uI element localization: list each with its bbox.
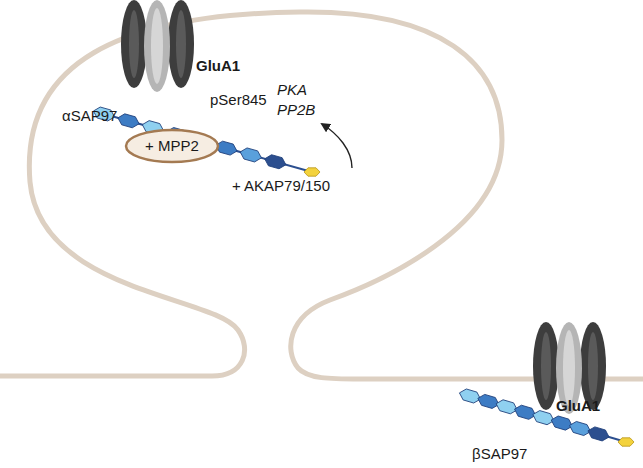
protein-name: + MPP2 — [145, 138, 199, 155]
protein-name: + AKAP79/150 — [232, 178, 330, 195]
protein-name: βSAP97 — [472, 446, 527, 463]
glua1-receptor — [121, 0, 194, 92]
kinase-name: PKA — [277, 82, 307, 99]
receptor-name: GluA1 — [556, 398, 600, 415]
curved-arrow — [322, 124, 352, 168]
receptor-name: GluA1 — [196, 58, 240, 75]
glua1-receptor — [533, 322, 606, 414]
protein-name: αSAP97 — [62, 108, 117, 125]
phospho-site: pSer845 — [210, 92, 267, 109]
phosphatase-name: PP2B — [277, 102, 315, 119]
sap97-chain — [458, 387, 634, 446]
protein-ellipse: + MPP2 — [124, 128, 220, 164]
